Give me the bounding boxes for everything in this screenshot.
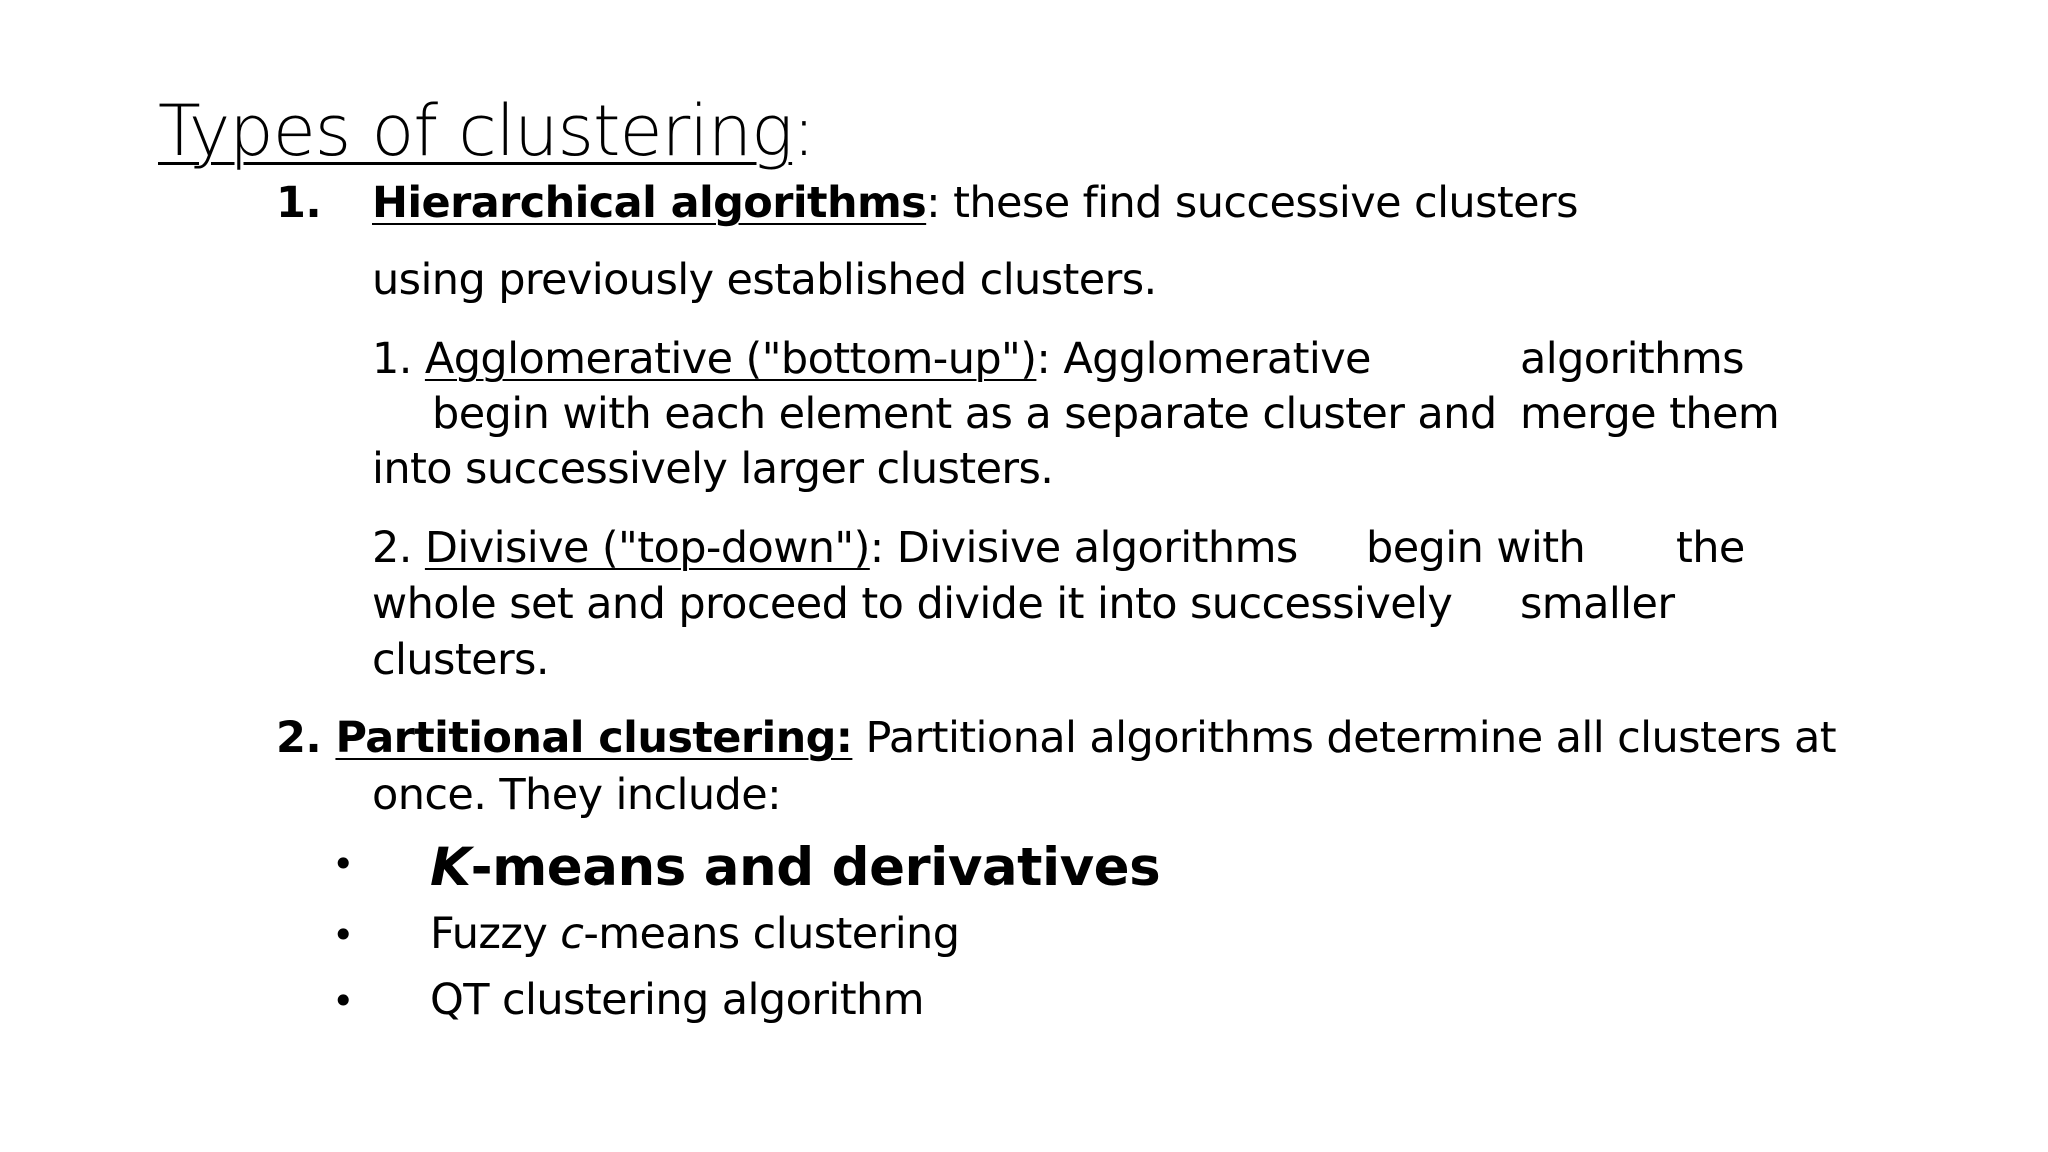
partitional-number: 2. bbox=[276, 713, 336, 763]
agglomerative-line-3: into successively larger clusters. bbox=[372, 444, 1054, 494]
hierarchical-desc: : these find successive clusters bbox=[926, 178, 1578, 228]
divisive-prefix: 2. bbox=[372, 523, 425, 573]
hierarchical-line-2: using previously established clusters. bbox=[372, 255, 1157, 305]
divisive-line-2: whole set and proceed to divide it into … bbox=[372, 579, 1453, 629]
bullet-item-fuzzy-prefix: Fuzzy bbox=[430, 909, 561, 959]
agglomerative-prefix: 1. bbox=[372, 334, 425, 384]
partitional-line-2: once. They include: bbox=[372, 770, 782, 820]
partitional-line-1: 2. Partitional clustering: Partitional a… bbox=[276, 717, 1837, 760]
divisive-line-1-right: the bbox=[1676, 523, 1745, 573]
slide-title-text: Types of clustering bbox=[158, 90, 793, 172]
bullet-item-fuzzy: Fuzzy c-means clustering bbox=[430, 913, 960, 956]
bullet-marker-2: • bbox=[332, 913, 355, 957]
agglomerative-line-2-right: merge them bbox=[1520, 389, 1780, 439]
divisive-line-1: 2. Divisive ("top-down"): Divisive algor… bbox=[372, 527, 1298, 570]
divisive-line-3: clusters. bbox=[372, 635, 550, 685]
bullet-item-fuzzy-rest: -means clustering bbox=[583, 909, 960, 959]
bullet-item-fuzzy-italic: c bbox=[560, 909, 584, 959]
hierarchical-number: 1. bbox=[276, 178, 322, 228]
agglomerative-line-2: begin with each element as a separate cl… bbox=[432, 389, 1497, 439]
bullet-item-kmeans-italic: K bbox=[430, 837, 471, 898]
divisive-term: Divisive ("top-down") bbox=[424, 523, 870, 573]
bullet-item-kmeans-rest: -means and derivatives bbox=[470, 837, 1161, 898]
agglomerative-line-1-right: algorithms bbox=[1520, 334, 1745, 384]
bullet-marker-1: • bbox=[332, 842, 355, 886]
hierarchical-term: Hierarchical algorithms bbox=[372, 178, 927, 228]
divisive-line-1-text: : Divisive algorithms bbox=[869, 523, 1298, 573]
agglomerative-line-1-text: : Agglomerative bbox=[1036, 334, 1371, 384]
partitional-term: Partitional clustering: bbox=[335, 713, 853, 763]
agglomerative-term: Agglomerative ("bottom-up") bbox=[424, 334, 1037, 384]
agglomerative-line-1: 1. Agglomerative ("bottom-up"): Agglomer… bbox=[372, 338, 1372, 381]
divisive-line-1-mid: begin with bbox=[1366, 523, 1586, 573]
bullet-item-kmeans: K-means and derivatives bbox=[430, 837, 1161, 898]
bullet-item-qt: QT clustering algorithm bbox=[430, 975, 925, 1025]
bullet-marker-3: • bbox=[332, 979, 355, 1023]
slide-title: Types of clustering: bbox=[158, 96, 816, 166]
partitional-desc: Partitional algorithms determine all clu… bbox=[852, 713, 1837, 763]
hierarchical-line-1: Hierarchical algorithms: these find succ… bbox=[372, 182, 1578, 225]
slide-title-colon: : bbox=[792, 90, 816, 172]
divisive-line-2-right: smaller bbox=[1520, 579, 1675, 629]
